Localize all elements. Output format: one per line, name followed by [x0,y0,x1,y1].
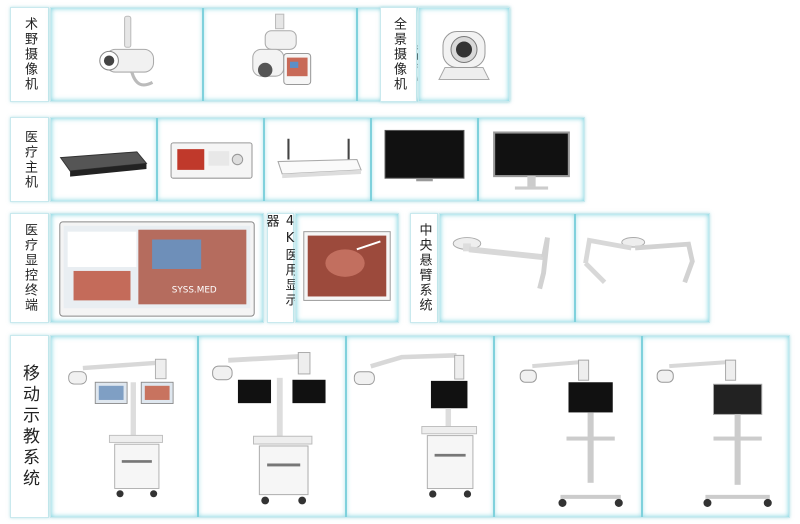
ptz-camera-image [438,31,490,80]
display-terminal-cells: SYSS.MED [50,213,264,323]
ceiling-arm-item-1[interactable] [440,214,576,322]
medical-host-cells [50,117,585,202]
monitor-stand-image [493,131,570,190]
ceiling-arm-label-text: 中央悬臂系统 [416,223,432,313]
monitor-black-image [384,129,465,182]
trolley-cart-monitor-image [656,359,772,507]
mobile-teaching-group: 移动示教系统 [10,335,790,518]
camera-with-monitor-image [252,13,312,85]
brand-watermark: SYSS.MED [172,286,217,296]
trolley-cart-black-image [519,359,623,507]
medical-host-item-1[interactable] [51,118,158,201]
surgical-camera-label-text: 术野摄像机 [22,17,37,92]
medical-host-item-3[interactable] [265,118,372,201]
display-4k-group: 4K医用显示器 [264,213,399,323]
single-screen-cart-image [353,353,478,498]
medical-host-item-4[interactable] [372,118,479,201]
wall-camera-image [99,15,155,87]
display-terminal-item-1[interactable]: SYSS.MED [51,214,263,322]
ceiling-arm-item-2[interactable] [576,214,710,322]
surgical-camera-item-1[interactable] [51,8,205,101]
mobile-teaching-label-text: 移动示教系统 [19,363,39,490]
panoramic-camera-label-text: 全景摄像机 [391,17,406,92]
host-wireless-image [277,138,362,179]
mobile-teaching-item-1[interactable] [51,336,199,517]
display-terminal-label: 医疗显控终端 [10,213,49,323]
display-4k-item-1[interactable] [296,214,398,322]
medical-host-item-2[interactable] [158,118,265,201]
medical-host-item-5[interactable] [479,118,584,201]
medical-host-group: 医疗主机 [10,117,585,202]
mobile-teaching-item-5[interactable] [643,336,789,517]
display-terminal-label-text: 医疗显控终端 [22,223,37,313]
panoramic-camera-label: 全景摄像机 [380,7,417,102]
medical-host-label-text: 医疗主机 [22,129,37,190]
host-box-dark-image [59,151,148,177]
mobile-teaching-item-2[interactable] [199,336,347,517]
dual-screen-cart-black-image [212,352,326,505]
mobile-teaching-item-3[interactable] [347,336,495,517]
display-4k-label: 4K医用显示器 [264,213,298,323]
4k-monitor-image [303,231,391,301]
mobile-teaching-label: 移动示教系统 [10,335,49,518]
ceiling-arm-single-image [452,237,550,290]
medical-host-label: 医疗主机 [10,117,49,202]
ceiling-arm-cells [439,213,710,323]
display-4k-label-text: 4K医用显示器 [263,214,298,308]
display-4k-cells [295,213,399,323]
panoramic-camera-group: 全景摄像机 [380,7,510,102]
surgical-camera-item-2[interactable] [204,8,358,101]
display-terminal-group: 医疗显控终端 SYSS.MED [10,213,264,323]
host-recorder-image [170,142,253,179]
ceiling-arm-double-image [582,237,695,284]
panoramic-camera-item-1[interactable] [419,8,509,101]
surgical-camera-label: 术野摄像机 [10,7,49,102]
control-terminal-screen-image: SYSS.MED [59,221,255,317]
dual-screen-cart-color-image [68,358,174,498]
mobile-teaching-cells [50,335,790,518]
mobile-teaching-item-4[interactable] [495,336,643,517]
panoramic-camera-cells [418,7,510,102]
ceiling-arm-label: 中央悬臂系统 [410,213,438,323]
ceiling-arm-group: 中央悬臂系统 [410,213,710,323]
